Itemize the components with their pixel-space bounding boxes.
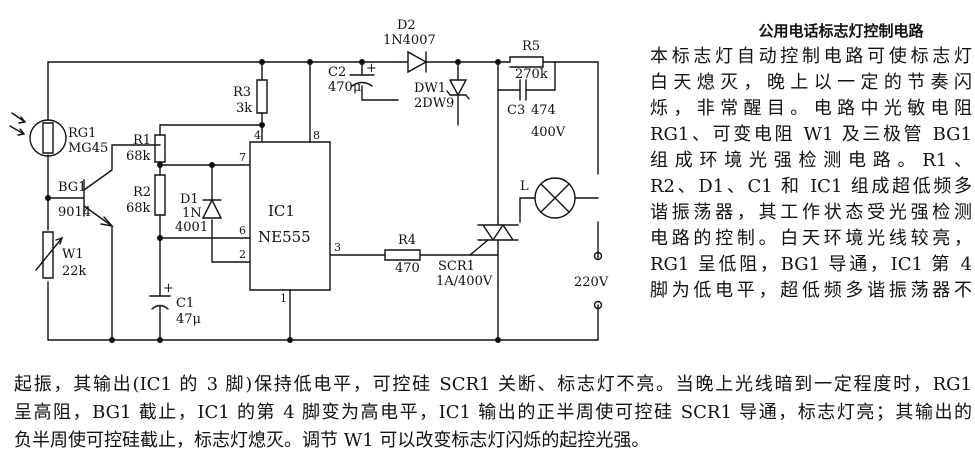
ic1-pin8-label: 8 <box>313 129 320 142</box>
r1-label: R1 <box>133 133 151 148</box>
r3-label: R3 <box>233 85 251 100</box>
dw1-value: 2DW9 <box>414 96 454 111</box>
article-line: 起振，其输出(IC1 的 3 脚)保持低电平，可控硅 SCR1 关断、标志灯不亮… <box>14 374 972 395</box>
junction-dot <box>495 337 501 343</box>
r2-resistor <box>154 174 166 216</box>
d2-label: D2 <box>397 18 416 33</box>
scr1-value: 1A/400V <box>436 274 493 289</box>
article-line: RG1 呈低阻，BG1 导通，IC1 第 4 <box>650 254 972 275</box>
ic1-pin4-label: 4 <box>254 129 261 142</box>
r4-value: 470 <box>395 261 420 276</box>
article-line: 谐振荡器，其工作状态受光强检测 <box>650 202 972 223</box>
terminal-bottom <box>593 300 603 310</box>
c1-value: 47μ <box>176 312 201 327</box>
article-line: 烁，非常醒目。电路中光敏电阻 <box>650 98 972 119</box>
ic1-pin2-label: 2 <box>239 248 246 261</box>
c1-label: C1 <box>176 296 194 311</box>
junction-dot <box>157 162 163 168</box>
rg1-photoresistor <box>29 119 67 157</box>
c2-plus-marker: + <box>366 61 377 76</box>
article-line: 本标志灯自动控制电路可使标志灯 <box>650 46 972 67</box>
w1-value: 22k <box>62 264 87 279</box>
d1-diode <box>201 198 223 219</box>
junction-dot <box>259 122 265 128</box>
ic1-body <box>249 141 331 291</box>
junction-dot <box>157 235 163 241</box>
article-line: 脚为低电平，超低频多谐振荡器不 <box>650 280 972 301</box>
article-line: 负半周使可控硅截止，标志灯熄灭。调节 W1 可以改变标志灯闪烁的起控光强。 <box>14 430 650 451</box>
c2-value: 470μ <box>328 80 361 95</box>
junction-dot <box>157 337 163 343</box>
junction-dot <box>359 59 365 65</box>
r2-label: R2 <box>133 185 151 200</box>
article-title: 公用电话标志灯控制电路 <box>758 22 924 40</box>
c2-capacitor <box>349 61 399 101</box>
r3-value: 3k <box>236 101 252 116</box>
bg1-emitter-arrow <box>100 216 114 228</box>
c3-rating: 400V <box>531 125 566 140</box>
w1-variable-resistor <box>35 231 64 279</box>
d1-value-b: 4001 <box>175 220 208 235</box>
r5-label: R5 <box>522 39 540 54</box>
circuit-schematic: RG1 MG45 BG1 9014 W1 22k R1 68k R2 68k R… <box>9 18 609 343</box>
r1-resistor <box>154 134 166 163</box>
ic1-pin7-label: 7 <box>239 151 246 164</box>
dw1-zener <box>446 61 470 126</box>
junction-dot <box>307 59 313 65</box>
terminal-top <box>593 251 603 261</box>
ic1-part-label: NE555 <box>258 228 311 246</box>
junction-dot <box>109 337 115 343</box>
supply-voltage-label: 220V <box>574 275 609 290</box>
ic1-pin6-label: 6 <box>239 224 246 237</box>
junction-dot <box>45 195 51 201</box>
junction-dot <box>287 337 293 343</box>
d1-label: D1 <box>180 192 199 207</box>
wire-lamp <box>519 197 599 223</box>
c3-label: C3 <box>507 103 525 118</box>
rg1-label: RG1 <box>68 126 96 141</box>
article-line: RG1、可变电阻 W1 及三极管 BG1 <box>650 124 972 145</box>
c3-value: 474 <box>531 103 556 118</box>
rg1-body <box>42 122 54 154</box>
rg1-light-arrows <box>9 112 27 136</box>
junction-dot <box>259 59 265 65</box>
article-line: R2、D1、C1 和 IC1 组成超低频多 <box>650 176 972 197</box>
ic1-ref-label: IC1 <box>268 202 295 220</box>
junction-dot <box>455 59 461 65</box>
wire-d1 <box>211 164 251 263</box>
r2-value: 68k <box>126 201 151 216</box>
d2-diode <box>397 50 499 74</box>
bg1-transistor-symbol <box>47 144 161 341</box>
lamp-label: L <box>520 179 529 194</box>
c1-plus-marker: + <box>163 281 174 296</box>
ic1-pin3-label: 3 <box>334 241 341 254</box>
junction-dot <box>495 59 501 65</box>
bg1-label: BG1 <box>58 180 86 195</box>
r4-label: R4 <box>398 233 416 248</box>
r3-resistor <box>256 79 268 114</box>
rg1-value: MG45 <box>68 141 108 156</box>
junction-dot <box>209 162 215 168</box>
w1-label: W1 <box>62 247 84 262</box>
lamp-cross <box>540 183 570 213</box>
article-line: 白天熄灭，晚上以一定的节奏闪 <box>650 72 972 93</box>
article-line: 电路的控制。白天环境光线较亮， <box>650 228 972 249</box>
bg1-value: 9014 <box>58 205 91 220</box>
wire-right-side <box>497 61 599 341</box>
d2-value: 1N4007 <box>383 33 436 48</box>
scr1-label: SCR1 <box>438 259 475 274</box>
ic1-pin1-label: 1 <box>280 292 287 305</box>
c1-capacitor <box>149 289 171 319</box>
article-line: 呈高阻，BG1 截止，IC1 的第 4 脚变为高电平，IC1 输出的正半周使可控… <box>14 402 972 423</box>
article-line: 组成环境光强检测电路。R1、 <box>650 150 972 171</box>
c2-label: C2 <box>328 65 346 80</box>
r4-resistor <box>384 249 421 261</box>
dw1-label: DW1 <box>414 81 446 96</box>
scr1-triac <box>469 219 519 283</box>
r5-value: 270k <box>515 67 548 82</box>
d1-value-a: 1N <box>182 206 202 221</box>
r1-value: 68k <box>126 149 151 164</box>
